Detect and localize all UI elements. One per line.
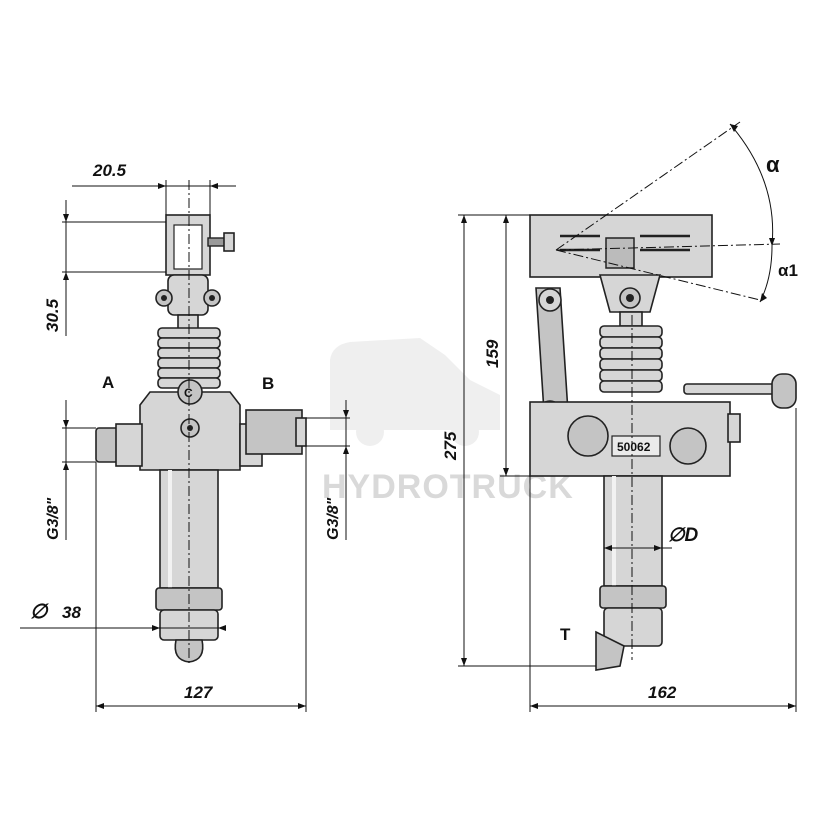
- dim-diameter-38: 38: [62, 603, 81, 622]
- dim-162: 162: [648, 683, 677, 702]
- release-valve: [669, 427, 707, 465]
- right-pump-side-view: 50062: [529, 214, 797, 671]
- dim-thread-left: G3/8": [45, 497, 62, 540]
- right-dimensions: α α1 159 275 ∅D T 162: [441, 121, 798, 712]
- left-pump-front-view: [95, 180, 307, 665]
- port-a-fitting: [95, 427, 119, 463]
- label-port-a: A: [102, 373, 114, 392]
- release-lever: [683, 383, 779, 395]
- side-bellows: [599, 325, 663, 393]
- angle-alpha: α: [766, 152, 780, 177]
- label-port-b: B: [262, 374, 274, 393]
- clevis: [167, 274, 209, 316]
- dim-bore-d: ∅D: [668, 525, 699, 546]
- tank-port-fitting: [595, 630, 625, 671]
- left-dimensions: 20.5 30.5 A B C G3/8" G3/8" ∅ 38 127: [20, 161, 350, 712]
- dim-20-5: 20.5: [92, 161, 127, 180]
- dim-30-5: 30.5: [43, 298, 62, 332]
- dim-159: 159: [483, 339, 502, 368]
- watermark-truck-icon: [330, 338, 500, 446]
- label-center-c: C: [184, 386, 193, 400]
- angle-alpha-1: α1: [778, 261, 798, 280]
- brand-logo-icon: [605, 237, 635, 269]
- dim-127: 127: [184, 683, 214, 702]
- center-plug: [177, 379, 203, 405]
- dim-275: 275: [441, 431, 460, 461]
- serial-number: 50062: [617, 440, 651, 454]
- side-bottom: [603, 607, 663, 647]
- label-tank-port: T: [560, 625, 571, 644]
- side-plug: [567, 415, 609, 457]
- dim-thread-right: G3/8": [325, 497, 342, 540]
- dim-diameter-symbol: ∅: [30, 601, 49, 623]
- port-b-fitting: [245, 409, 303, 455]
- release-knob: [771, 373, 797, 409]
